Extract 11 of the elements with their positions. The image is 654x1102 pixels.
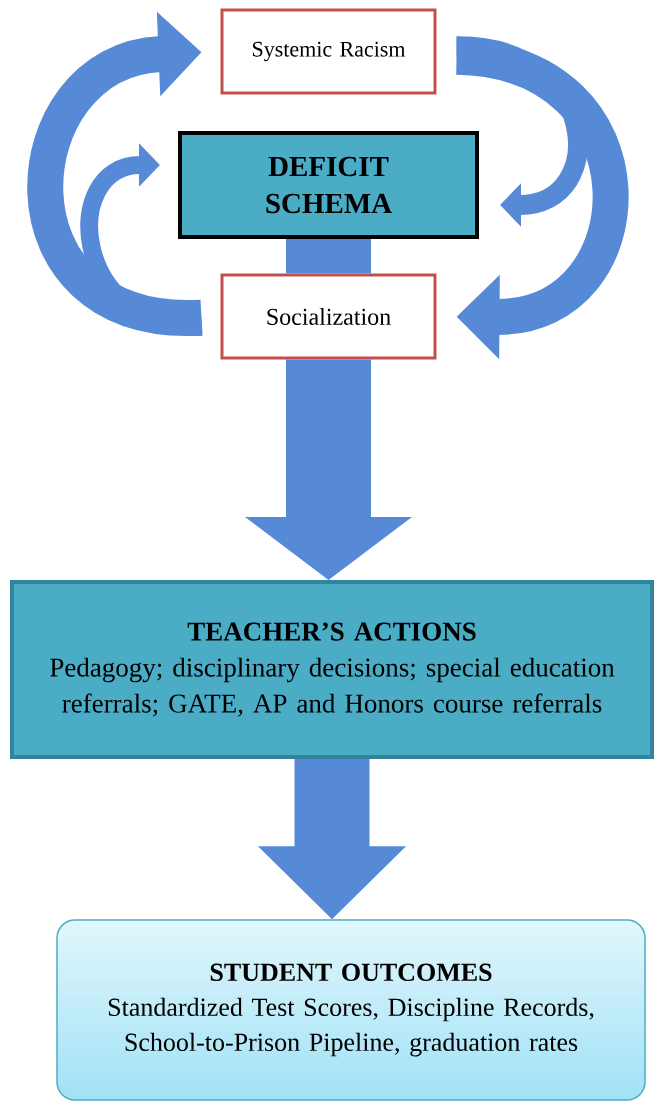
arrow <box>80 143 203 336</box>
schema-box: DEFICIT SCHEMA <box>178 131 479 239</box>
block-arrow <box>258 759 406 920</box>
outcome-box: STUDENT OUTCOMES Standardized Test Scores, Discipline Records, School-to-Prison Pipeline, graduation rates <box>56 919 646 1101</box>
arrow <box>27 11 203 336</box>
label-box: Systemic Racism <box>220 8 437 95</box>
block-arrow <box>286 239 371 274</box>
label-box: Socialization <box>220 273 437 360</box>
arrow <box>455 36 588 227</box>
process-box: TEACHER’S ACTIONS Pedagogy; disciplinary decisions; special education referrals; GATE, AP and Honors course referrals <box>10 580 654 759</box>
block-arrow <box>245 359 412 580</box>
